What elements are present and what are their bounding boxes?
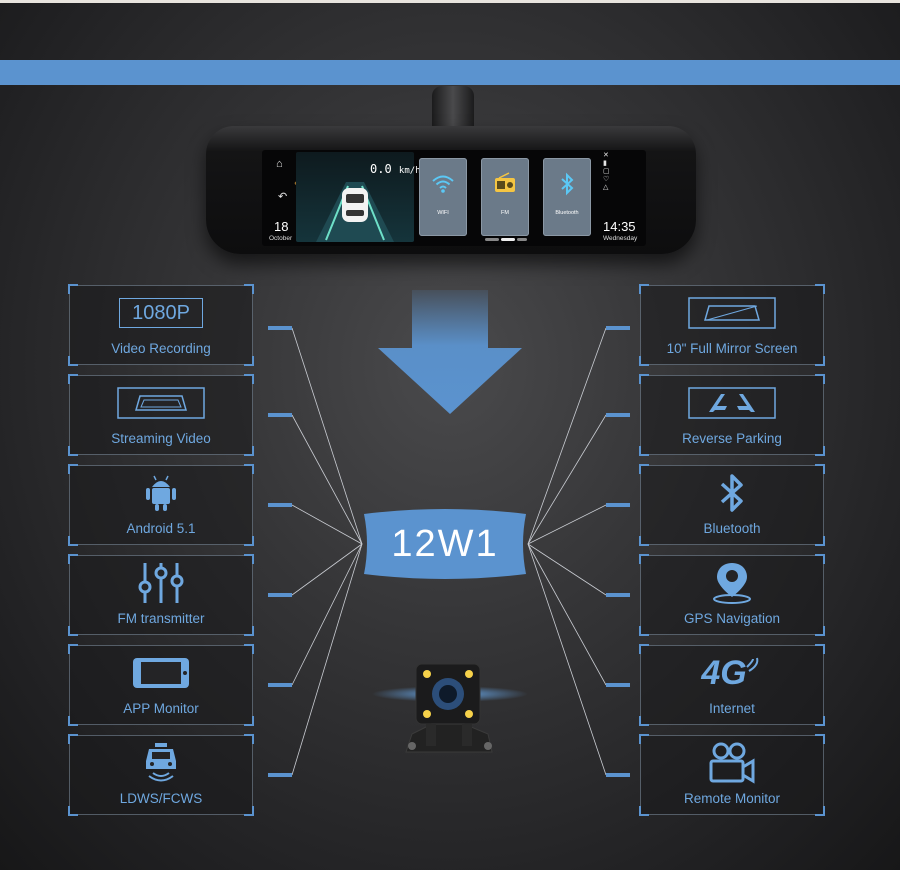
1080p-badge-icon: 1080P xyxy=(119,298,203,328)
feature-app-monitor: APP Monitor xyxy=(68,644,254,726)
feature-label: 10" Full Mirror Screen xyxy=(666,341,798,356)
clock-time: 14:35 xyxy=(603,219,636,234)
date-month: October xyxy=(269,235,293,242)
wire-line-right xyxy=(527,543,607,596)
weekday: Wednesday xyxy=(603,235,638,242)
feature-label: GPS Navigation xyxy=(683,611,781,626)
wire-line-left xyxy=(291,543,363,686)
connector-bar xyxy=(606,326,630,330)
bluetooth-app-card[interactable]: Bluetooth xyxy=(543,158,591,236)
feature-gps-navigation: GPS Navigation xyxy=(639,554,825,636)
top-strip xyxy=(0,0,900,3)
back-icon: ↶ xyxy=(278,191,288,203)
model-name: 12W1 xyxy=(391,523,499,565)
page-dot xyxy=(517,238,527,241)
feature-label: Android 5.1 xyxy=(126,521,196,536)
wire-line-right xyxy=(527,543,607,686)
feature-ldws-fcws: LDWS/FCWS xyxy=(68,734,254,816)
connector-bar xyxy=(606,413,630,417)
feature-label: LDWS/FCWS xyxy=(119,791,203,806)
feature-label: Remote Monitor xyxy=(683,791,781,806)
wire-line-left xyxy=(291,327,363,545)
feature-streaming-video: Streaming Video xyxy=(68,374,254,456)
radio-icon xyxy=(495,172,515,192)
feature-label: APP Monitor xyxy=(123,701,199,716)
page-dot-active xyxy=(501,238,515,241)
connector-bar xyxy=(606,773,630,777)
driving-view xyxy=(296,152,414,242)
feature-video-recording: 1080P Video Recording xyxy=(68,284,254,366)
connector-bar xyxy=(606,503,630,507)
gps-pin-icon xyxy=(713,563,751,604)
date-day: 18 xyxy=(274,219,289,234)
connector-bar xyxy=(606,683,630,687)
feature-internet: 4G Internet xyxy=(639,644,825,726)
feature-label: Bluetooth xyxy=(703,521,761,536)
mirror-mount xyxy=(432,86,474,130)
status-icons: ✕▮▢♡△ xyxy=(603,152,610,191)
feature-fm-transmitter: FM transmitter xyxy=(68,554,254,636)
android-icon xyxy=(146,475,176,511)
speed-readout: 0.0 km/h xyxy=(370,162,421,176)
connector-bar xyxy=(606,593,630,597)
feature-label: FM transmitter xyxy=(117,611,205,626)
wifi-app-label: WIFI xyxy=(437,210,449,216)
wire-line-right xyxy=(527,327,607,545)
model-tag: 12W1 xyxy=(360,506,530,582)
wire-line-right xyxy=(527,504,607,545)
blue-header-band xyxy=(0,60,900,85)
feature-label: Video Recording xyxy=(111,341,211,356)
home-icon: ⌂ xyxy=(276,158,283,170)
wire-line-left xyxy=(291,543,363,776)
wifi-app-card[interactable]: WIFI xyxy=(419,158,467,236)
video-camera-icon xyxy=(709,742,755,784)
fm-app-label: FM xyxy=(501,210,509,216)
wire-line-left xyxy=(291,414,363,545)
feature-label: Streaming Video xyxy=(111,431,211,446)
connector-bar xyxy=(268,413,292,417)
smartphone-icon xyxy=(133,658,189,688)
wire-line-left xyxy=(291,504,363,545)
connector-bar xyxy=(268,683,292,687)
wire-line-left xyxy=(291,543,363,596)
bluetooth-small-icon xyxy=(561,172,574,196)
feature-full-mirror-screen: 10" Full Mirror Screen xyxy=(639,284,825,366)
down-arrow-graphic xyxy=(378,290,522,414)
feature-remote-monitor: Remote Monitor xyxy=(639,734,825,816)
wire-line-right xyxy=(527,414,607,545)
rear-camera-image xyxy=(372,663,528,753)
connector-bar xyxy=(268,503,292,507)
full-mirror-screen-icon xyxy=(688,297,776,329)
bluetooth-icon xyxy=(720,474,743,512)
feature-label: Internet xyxy=(709,701,755,716)
connector-bar xyxy=(268,773,292,777)
feature-bluetooth: Bluetooth xyxy=(639,464,825,546)
feature-android: Android 5.1 xyxy=(68,464,254,546)
car-warning-icon xyxy=(146,743,176,782)
reverse-parking-icon xyxy=(688,387,776,419)
connector-bar xyxy=(268,326,292,330)
feature-label: Reverse Parking xyxy=(682,431,782,446)
streaming-mirror-icon xyxy=(117,387,205,419)
car-topview-icon xyxy=(316,182,394,242)
page-dot xyxy=(485,238,499,241)
feature-reverse-parking: Reverse Parking xyxy=(639,374,825,456)
fm-app-card[interactable]: FM xyxy=(481,158,529,236)
signal-waves-icon xyxy=(745,657,758,672)
4g-icon: 4G xyxy=(701,653,747,692)
bluetooth-app-label: Bluetooth xyxy=(555,210,579,216)
connector-bar xyxy=(268,593,292,597)
equalizer-sliders-icon xyxy=(138,563,184,603)
wifi-icon xyxy=(432,175,454,193)
wire-line-right xyxy=(527,543,607,776)
